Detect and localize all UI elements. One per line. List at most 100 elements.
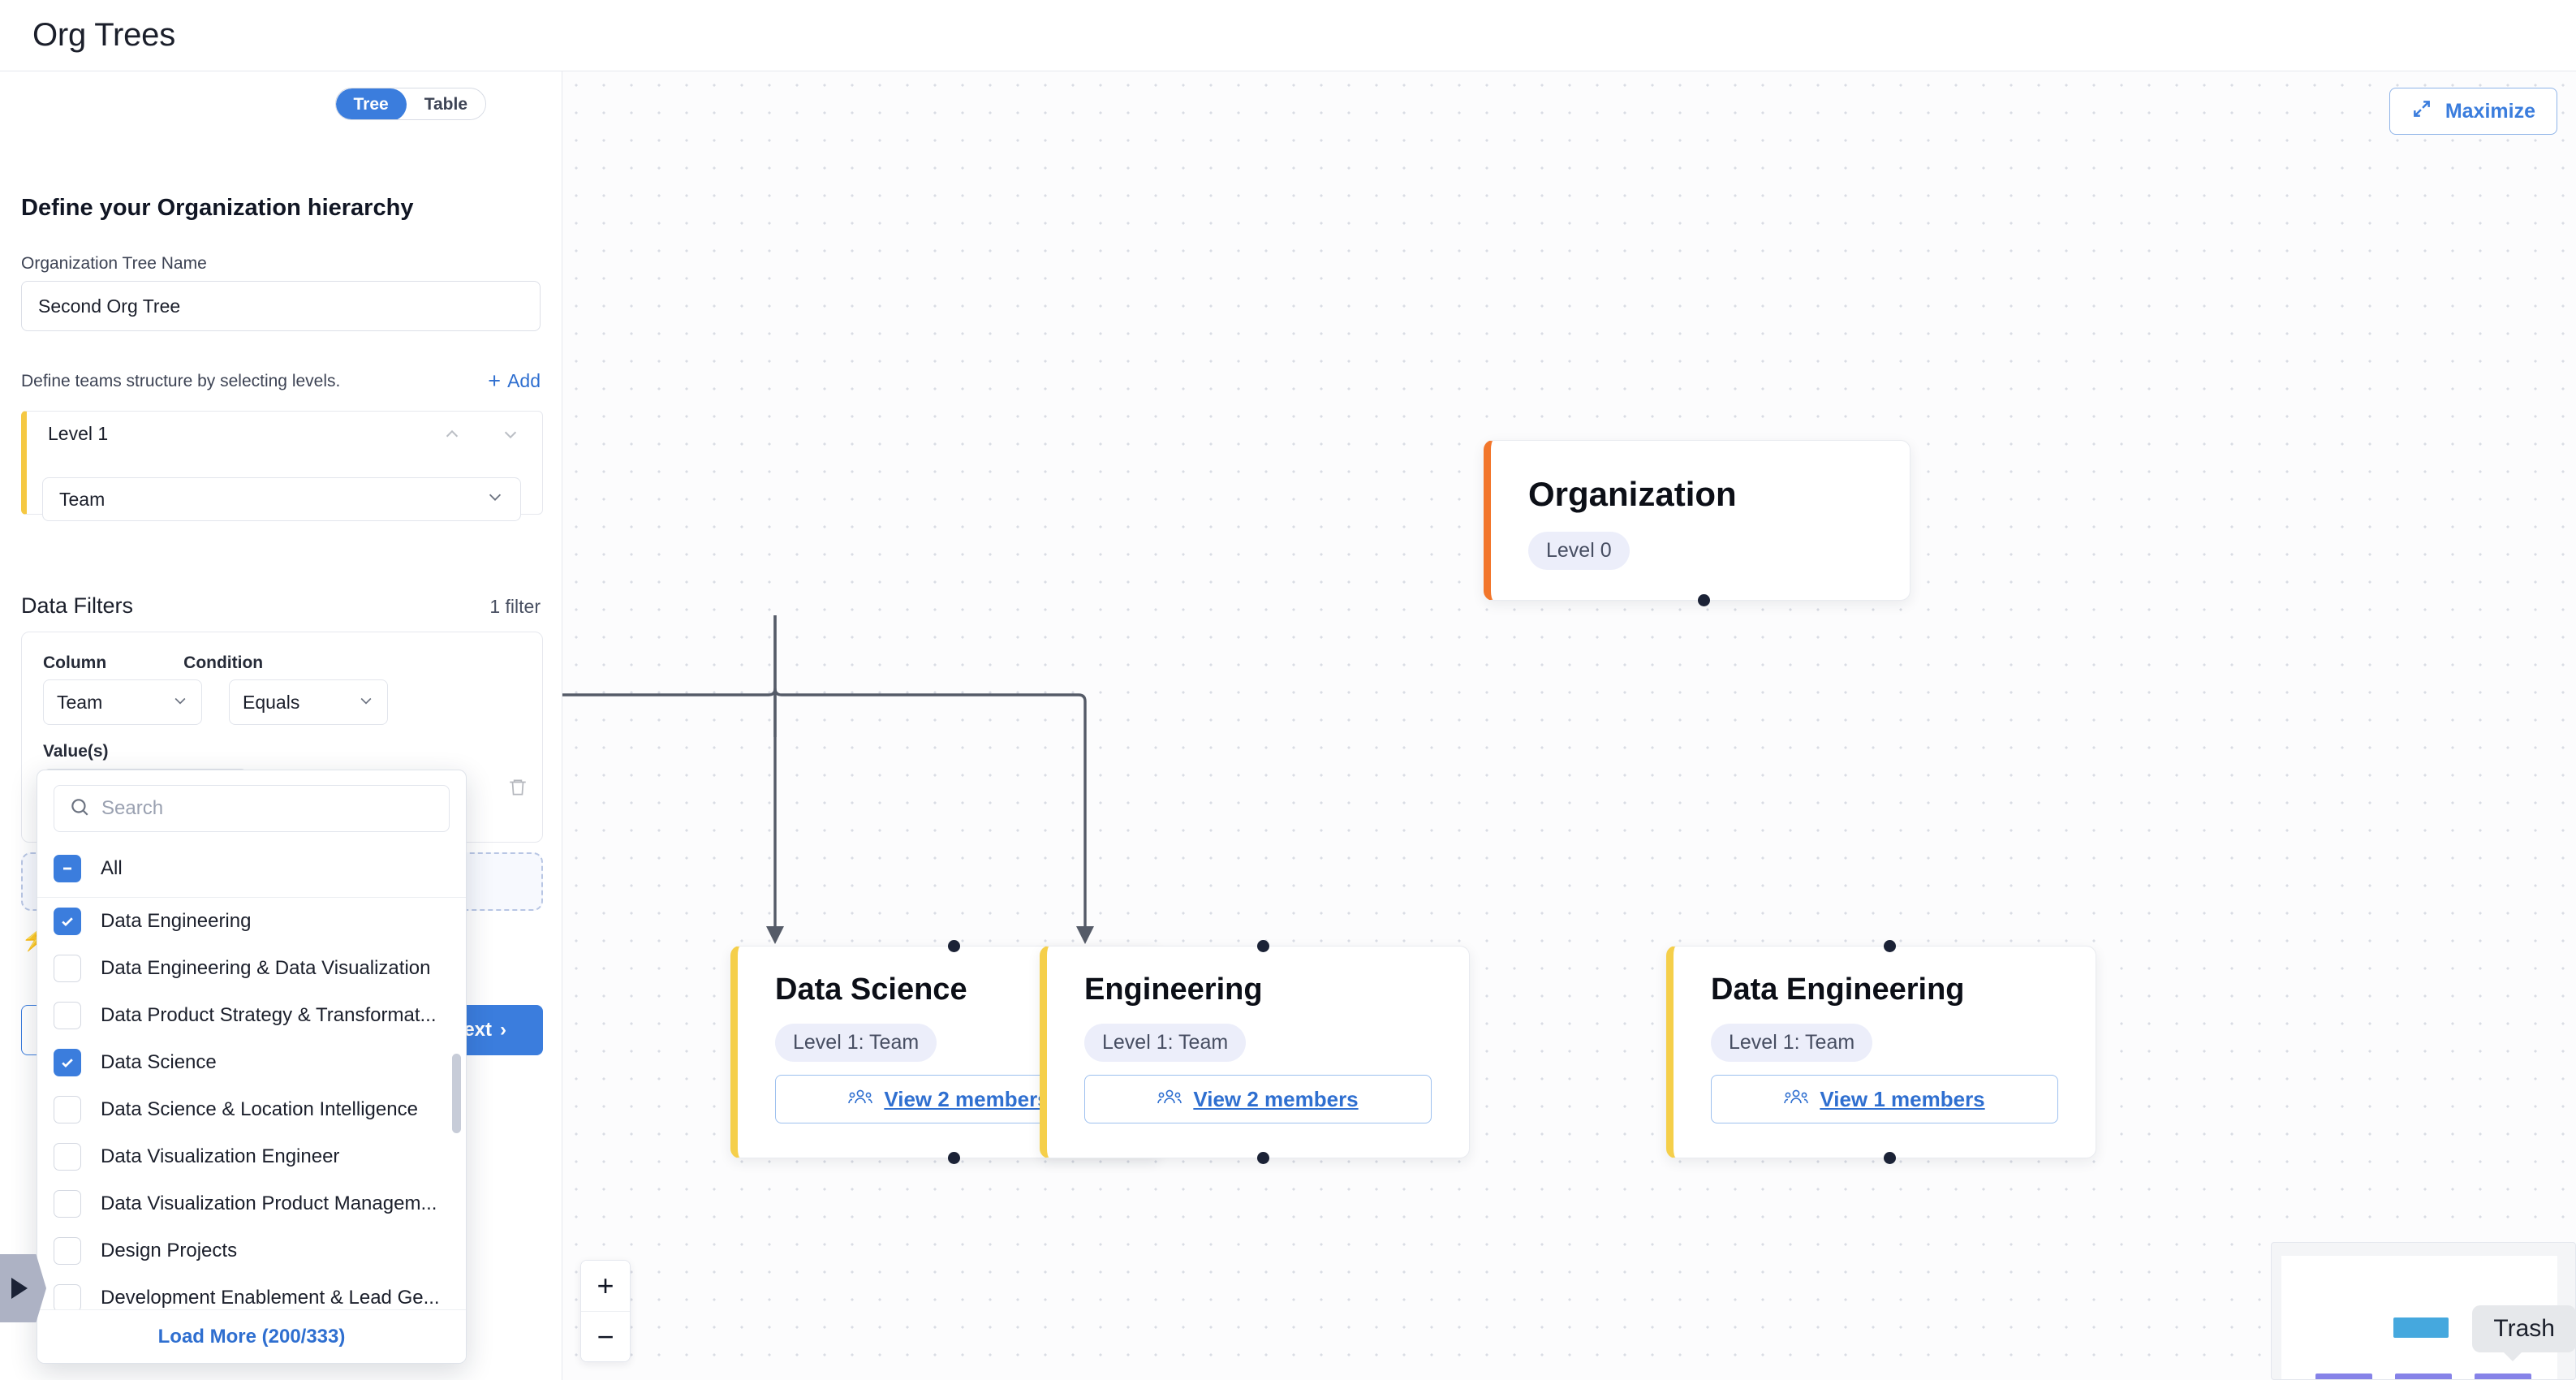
dropdown-scrollbar[interactable]: [452, 1054, 461, 1133]
data-filters-header: Data Filters 1 filter: [21, 593, 541, 619]
define-levels-row: Define teams structure by selecting leve…: [21, 370, 541, 392]
node-level-badge: Level 1: Team: [1711, 1024, 1873, 1062]
node-handle-top[interactable]: [1257, 940, 1269, 952]
search-icon: [69, 796, 90, 822]
node-handle-top[interactable]: [1884, 940, 1896, 952]
option-label: Data Science & Location Intelligence: [101, 1098, 418, 1120]
add-level-button[interactable]: + Add: [488, 370, 541, 392]
zoom-out-button[interactable]: −: [581, 1311, 630, 1361]
checkbox-icon[interactable]: [54, 1190, 81, 1218]
list-item[interactable]: Data Product Strategy & Transformat...: [37, 992, 466, 1039]
option-label: Development Enablement & Lead Ge...: [101, 1287, 440, 1309]
org-name-input[interactable]: [21, 281, 541, 331]
option-label: Data Engineering: [101, 910, 252, 932]
node-title: Engineering: [1084, 972, 1263, 1007]
list-item[interactable]: Data Science: [37, 1039, 466, 1086]
filter-column-value: Team: [57, 691, 103, 713]
chevron-down-icon[interactable]: [502, 425, 519, 443]
view-toggle: Tree Table: [334, 88, 486, 120]
node-title: Organization: [1528, 475, 1737, 513]
chevron-right-icon: ›: [500, 1019, 507, 1041]
node-handle-bottom[interactable]: [948, 1152, 960, 1164]
chevron-down-icon: [358, 692, 374, 714]
option-label: Data Science: [101, 1051, 217, 1073]
list-item[interactable]: Data Engineering: [37, 898, 466, 945]
people-icon: [1784, 1088, 1809, 1111]
option-label: Design Projects: [101, 1240, 238, 1261]
minimap-node-child: [2475, 1374, 2531, 1379]
list-item[interactable]: Data Science & Location Intelligence: [37, 1086, 466, 1133]
checkbox-icon[interactable]: [54, 1237, 81, 1265]
node-handle-bottom[interactable]: [1698, 594, 1710, 606]
view-members-label: View 2 members: [1193, 1086, 1359, 1111]
checkbox-icon[interactable]: [54, 1002, 81, 1029]
node-title: Data Engineering: [1711, 972, 1965, 1007]
search-input[interactable]: [101, 797, 434, 820]
search-field[interactable]: [54, 785, 450, 832]
chevron-down-icon: [172, 692, 188, 714]
minimap-node-child: [2315, 1374, 2372, 1379]
zoom-in-button[interactable]: +: [581, 1261, 630, 1311]
checkbox-checked-icon[interactable]: [54, 908, 81, 935]
org-chart-canvas[interactable]: Maximize Organization Level 0: [562, 71, 2576, 1380]
maximize-button[interactable]: Maximize: [2389, 88, 2557, 135]
node-title: Data Science: [775, 972, 967, 1007]
checkbox-checked-icon[interactable]: [54, 1049, 81, 1076]
values-label: Value(s): [43, 742, 109, 761]
filter-condition-select[interactable]: Equals: [229, 679, 388, 725]
people-icon: [848, 1088, 873, 1111]
dropdown-item-all[interactable]: All: [37, 843, 466, 898]
option-label: Data Product Strategy & Transformat...: [101, 1004, 437, 1026]
triangle-right-icon: [11, 1278, 28, 1299]
list-item[interactable]: Data Engineering & Data Visualization: [37, 945, 466, 992]
checkbox-icon[interactable]: [54, 1096, 81, 1123]
sidebar-collapse-handle[interactable]: [0, 1254, 46, 1322]
org-node-data-engineering[interactable]: Data Engineering Level 1: Team View 1 me…: [1666, 940, 2096, 1164]
chevron-down-icon: [486, 488, 504, 511]
level-type-select[interactable]: Team: [42, 477, 521, 521]
checkbox-icon[interactable]: [54, 1143, 81, 1171]
list-item[interactable]: Design Projects: [37, 1227, 466, 1274]
zoom-controls: + −: [580, 1260, 631, 1362]
dropdown-search-area: [37, 770, 466, 843]
trash-tooltip: Trash: [2472, 1305, 2576, 1361]
tab-table[interactable]: Table: [406, 88, 485, 119]
section-heading: Define your Organization hierarchy: [21, 195, 414, 221]
filter-column-select[interactable]: Team: [43, 679, 202, 725]
checkbox-indeterminate-icon[interactable]: [54, 855, 81, 882]
option-label: Data Engineering & Data Visualization: [101, 957, 431, 979]
view-members-button[interactable]: View 2 members: [1084, 1075, 1432, 1123]
column-label: Column: [43, 653, 107, 672]
dropdown-option-list[interactable]: Data Engineering Data Engineering & Data…: [37, 898, 466, 1326]
node-handle-bottom[interactable]: [1884, 1152, 1896, 1164]
top-bar: Org Trees: [0, 0, 2576, 71]
plus-icon: +: [488, 369, 502, 393]
view-members-button[interactable]: View 1 members: [1711, 1075, 2058, 1123]
option-label: Data Visualization Product Managem...: [101, 1192, 437, 1214]
checkbox-icon[interactable]: [54, 1284, 81, 1312]
define-levels-text: Define teams structure by selecting leve…: [21, 371, 341, 390]
delete-filter-icon[interactable]: [507, 775, 528, 800]
filter-count-label: 1 filter: [489, 596, 541, 617]
minimap-node-root: [2393, 1317, 2449, 1338]
org-node-root[interactable]: Organization Level 0: [1484, 440, 1910, 606]
list-item[interactable]: Data Visualization Product Managem...: [37, 1180, 466, 1227]
node-handle-top[interactable]: [948, 940, 960, 952]
tab-tree[interactable]: Tree: [335, 88, 407, 119]
data-filters-title: Data Filters: [21, 593, 134, 618]
dropdown-all-label: All: [101, 857, 123, 879]
org-name-label: Organization Tree Name: [21, 254, 207, 273]
level-type-value: Team: [59, 488, 106, 510]
expand-icon: [2411, 98, 2432, 125]
view-members-label: View 2 members: [884, 1086, 1049, 1111]
values-dropdown-panel: All Data Engineering Data Engineering & …: [37, 770, 467, 1364]
load-more-button[interactable]: Load More (200/333): [37, 1309, 466, 1363]
minimap-node-child: [2395, 1374, 2452, 1379]
org-node-engineering[interactable]: Engineering Level 1: Team View 2 members: [1040, 940, 1470, 1164]
checkbox-icon[interactable]: [54, 955, 81, 982]
chevron-up-icon[interactable]: [443, 425, 461, 443]
list-item[interactable]: Data Visualization Engineer: [37, 1133, 466, 1180]
add-level-label: Add: [507, 370, 541, 391]
node-handle-bottom[interactable]: [1257, 1152, 1269, 1164]
maximize-label: Maximize: [2445, 99, 2535, 123]
